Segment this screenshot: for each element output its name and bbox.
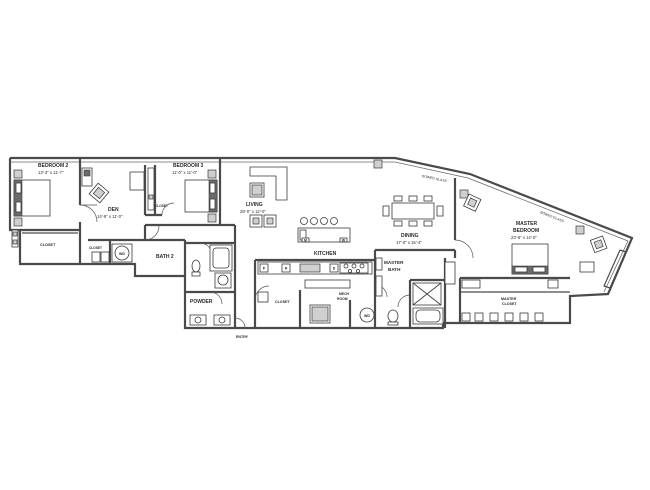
- den-dims: 14'-9" x 11'-0": [97, 214, 123, 219]
- master-bedroom-label-2: BEDROOM: [513, 228, 539, 234]
- nightstand: [207, 213, 217, 223]
- nightstand: [207, 169, 217, 179]
- stool: [330, 217, 338, 225]
- counter: [304, 279, 351, 289]
- master-closet-fixtures: [461, 279, 559, 322]
- living-label: LIVING: [246, 202, 263, 208]
- svg-text:D: D: [333, 267, 336, 271]
- master-closet-label-1: MASTER: [501, 297, 517, 301]
- exterior-walls: [8, 156, 634, 330]
- closet-label: CLOSET: [89, 246, 102, 250]
- bedroom-2-furniture: [11, 169, 51, 248]
- chaise: [579, 261, 595, 273]
- entry-label: ENTRY: [236, 335, 249, 339]
- interior-walls: [20, 158, 570, 328]
- svg-text:R: R: [285, 267, 288, 271]
- dresser: [147, 167, 155, 211]
- den-furniture: [81, 167, 145, 204]
- master-bath-fixtures: [387, 261, 456, 326]
- desk: [81, 167, 93, 187]
- room-labels: BEDROOM 2 13'-3" x 11'-7" BEDROOM 3 11'-…: [38, 163, 565, 339]
- kitchen-fixtures: P R D M W WD: [257, 237, 383, 324]
- east-window-line: [603, 240, 629, 293]
- svg-text:WD: WD: [119, 252, 125, 256]
- nightstand: [13, 169, 23, 179]
- mech-room-label-2: ROOM: [337, 297, 348, 301]
- bath-2-label: BATH 2: [156, 254, 174, 260]
- living-dims: 28'-0" x 12'-0": [240, 209, 266, 214]
- master-bath-label-2: BATH: [388, 267, 401, 272]
- toilet: [191, 259, 201, 273]
- utility-fixtures: WD: [91, 243, 233, 326]
- exterior-wall-outline: [8, 156, 634, 330]
- column: [373, 159, 383, 169]
- nightstand: [13, 217, 23, 227]
- bowed-glass-note-2: BOWED GLASS: [540, 210, 565, 223]
- mech-room-label-1: MECH: [339, 292, 350, 296]
- kitchen-island: [297, 227, 351, 243]
- svg-text:P: P: [263, 267, 266, 271]
- stool: [310, 217, 318, 225]
- east-window-frame: [603, 249, 627, 289]
- tall-cabinet: [375, 257, 383, 271]
- vanity: [444, 261, 456, 285]
- tall-cabinet: [375, 275, 383, 297]
- bedroom-2-label: BEDROOM 2: [38, 163, 69, 169]
- kitchen-label: KITCHEN: [314, 251, 337, 257]
- cabinet: [257, 291, 269, 303]
- dining-table: [391, 202, 435, 220]
- bedroom-2-dims: 13'-3" x 11'-7": [38, 170, 64, 175]
- column: [459, 189, 469, 199]
- living-furniture: [249, 166, 351, 243]
- stool: [300, 217, 308, 225]
- master-bath-label-1: MASTER: [384, 260, 404, 265]
- dining-dims: 17'-0" x 15'-4": [396, 240, 422, 245]
- svg-text:WD: WD: [364, 314, 370, 318]
- toilet: [387, 309, 399, 323]
- stool: [320, 217, 328, 225]
- closet-label: CLOSET: [155, 204, 168, 208]
- svg-text:M: M: [304, 239, 307, 243]
- svg-text:W: W: [342, 239, 346, 243]
- bowed-glass-note-1: BOWED GLASS: [422, 174, 448, 183]
- master-bedroom-label-1: MASTER: [516, 221, 538, 227]
- kitchen-sink: [299, 263, 321, 273]
- dining-label: DINING: [401, 233, 419, 239]
- bedroom-3-furniture: [147, 167, 218, 223]
- master-bedroom-dims: 23'-6" x 14'-0": [511, 235, 537, 240]
- den-label: DEN: [108, 207, 119, 213]
- master-bedroom-furniture: [463, 193, 608, 275]
- closet-label: CLOSET: [275, 300, 290, 304]
- water-heater: [359, 307, 375, 323]
- shelf-unit: [11, 229, 19, 248]
- table: [129, 171, 145, 191]
- powder-label: POWDER: [190, 299, 213, 305]
- north-window-line: [10, 161, 469, 179]
- dining-furniture: [382, 195, 444, 227]
- north-east-window-line: [467, 177, 629, 242]
- master-closet-label-2: CLOSET: [502, 302, 517, 306]
- closet-label: CLOSET: [40, 243, 56, 247]
- bedroom-3-label: BEDROOM 3: [173, 163, 204, 169]
- sectional-sofa: [249, 166, 288, 201]
- washer-dryer: [114, 245, 130, 261]
- bedroom-3-dims: 11'-0" x 11'-0": [172, 170, 198, 175]
